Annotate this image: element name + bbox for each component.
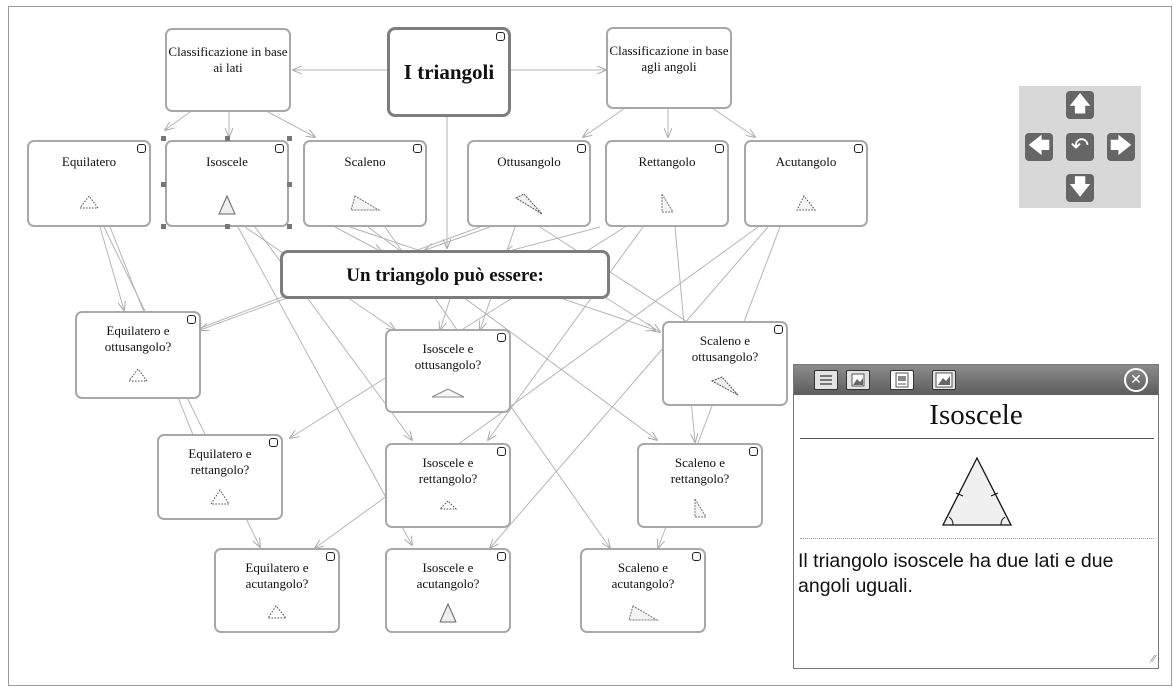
combination-node[interactable]: Scaleno e rettangolo? bbox=[637, 443, 763, 528]
close-circle-icon[interactable]: ✕ bbox=[1124, 368, 1148, 392]
expand-icon[interactable] bbox=[774, 325, 783, 334]
selection-handle[interactable] bbox=[225, 136, 230, 141]
selection-handle[interactable] bbox=[161, 224, 166, 229]
category-node-isoscele[interactable]: Isoscele bbox=[165, 140, 289, 227]
category-label: Isoscele bbox=[206, 154, 248, 169]
expand-icon[interactable] bbox=[692, 552, 701, 561]
category-label: Acutangolo bbox=[775, 154, 837, 169]
selection-handle[interactable] bbox=[161, 136, 166, 141]
triangle-thumbnail-icon bbox=[661, 192, 674, 213]
title-divider bbox=[800, 438, 1154, 439]
side-classification-node[interactable]: Classificazione in base ai lati bbox=[165, 28, 291, 112]
expand-icon[interactable] bbox=[496, 32, 505, 41]
hub-node[interactable]: Un triangolo può essere: bbox=[280, 250, 610, 299]
category-label: Ottusangolo bbox=[497, 154, 561, 169]
combination-label: Scaleno e acutangolo? bbox=[611, 560, 675, 591]
combination-node[interactable]: Equilatero e rettangolo? bbox=[157, 434, 283, 520]
arrow-right-icon[interactable]: 🡆 bbox=[1107, 133, 1135, 161]
hub-label: Un triangolo può essere: bbox=[346, 265, 544, 286]
expand-icon[interactable] bbox=[413, 144, 422, 153]
triangle-thumbnail-icon bbox=[431, 388, 465, 398]
undo-icon[interactable]: ↶ bbox=[1066, 133, 1094, 161]
selection-handle[interactable] bbox=[287, 182, 292, 187]
triangle-thumbnail-icon bbox=[710, 376, 739, 396]
combination-label: Equilatero e acutangolo? bbox=[245, 560, 309, 591]
triangle-thumbnail-icon bbox=[350, 195, 381, 211]
category-node-acutangolo[interactable]: Acutangolo bbox=[744, 140, 868, 227]
root-node[interactable]: I triangoli bbox=[387, 27, 511, 117]
detail-panel: ✕ Isoscele Il triangolo isoscele ha due … bbox=[793, 364, 1159, 669]
panel-toolbar: ✕ bbox=[794, 365, 1158, 395]
combination-label: Equilatero e ottusangolo? bbox=[104, 323, 172, 354]
combination-label: Isoscele e acutangolo? bbox=[416, 560, 480, 591]
triangle-thumbnail-icon bbox=[210, 489, 230, 505]
expand-icon[interactable] bbox=[497, 333, 506, 342]
combination-node[interactable]: Equilatero e acutangolo? bbox=[214, 548, 340, 633]
combination-label: Scaleno e ottusangolo? bbox=[691, 333, 759, 364]
category-node-ottusangolo[interactable]: Ottusangolo bbox=[467, 140, 591, 227]
image-view-icon[interactable] bbox=[846, 370, 870, 390]
triangle-thumbnail-icon bbox=[694, 497, 707, 518]
category-label: Scaleno bbox=[344, 154, 386, 169]
combination-label: Isoscele e ottusangolo? bbox=[414, 341, 482, 372]
combination-label: Scaleno e rettangolo? bbox=[670, 455, 730, 486]
category-label: Rettangolo bbox=[638, 154, 696, 169]
selection-handle[interactable] bbox=[161, 182, 166, 187]
combination-node[interactable]: Isoscele e acutangolo? bbox=[385, 548, 511, 633]
triangle-thumbnail-icon bbox=[438, 500, 458, 510]
expand-icon[interactable] bbox=[749, 447, 758, 456]
combination-node[interactable]: Isoscele e ottusangolo? bbox=[385, 329, 511, 413]
triangle-thumbnail-icon bbox=[514, 193, 543, 215]
resize-grip-icon[interactable]: ⁄⁄ bbox=[1151, 654, 1155, 665]
arrow-up-icon[interactable]: 🡅 bbox=[1066, 91, 1094, 119]
slide-view-icon[interactable] bbox=[890, 370, 914, 390]
triangle-thumbnail-icon bbox=[128, 368, 148, 382]
panel-title: Isoscele bbox=[929, 399, 1023, 431]
combination-node[interactable]: Scaleno e ottusangolo? bbox=[662, 321, 788, 406]
combination-node[interactable]: Equilatero e ottusangolo? bbox=[75, 311, 201, 399]
expand-icon[interactable] bbox=[187, 315, 196, 324]
expand-icon[interactable] bbox=[497, 447, 506, 456]
combination-node[interactable]: Scaleno e acutangolo? bbox=[580, 548, 706, 633]
triangle-thumbnail-icon bbox=[439, 602, 457, 623]
angle-classification-node[interactable]: Classificazione in base agli angoli bbox=[606, 27, 732, 109]
text-view-icon[interactable] bbox=[814, 370, 838, 390]
root-label: I triangoli bbox=[403, 60, 495, 84]
triangle-thumbnail-icon bbox=[628, 605, 659, 621]
category-node-scaleno[interactable]: Scaleno bbox=[303, 140, 427, 227]
arrow-left-icon[interactable]: 🡄 bbox=[1025, 133, 1053, 161]
combination-node[interactable]: Isoscele e rettangolo? bbox=[385, 443, 511, 528]
expand-icon[interactable] bbox=[497, 552, 506, 561]
category-label: Equilatero bbox=[61, 154, 117, 169]
arrow-down-icon[interactable]: 🡇 bbox=[1066, 174, 1094, 202]
image-divider bbox=[800, 538, 1154, 539]
selection-handle[interactable] bbox=[287, 136, 292, 141]
combination-label: Isoscele e rettangolo? bbox=[418, 455, 478, 486]
triangle-thumbnail-icon bbox=[267, 605, 288, 619]
triangle-thumbnail-icon bbox=[796, 195, 817, 211]
navigation-pad: 🡅 🡄 ↶ 🡆 🡇 bbox=[1019, 86, 1141, 208]
expand-icon[interactable] bbox=[269, 438, 278, 447]
category-node-equilatero[interactable]: Equilatero bbox=[27, 140, 151, 227]
fullscreen-image-icon[interactable] bbox=[932, 370, 956, 390]
selection-handle[interactable] bbox=[225, 224, 230, 229]
expand-icon[interactable] bbox=[137, 144, 146, 153]
triangle-thumbnail-icon bbox=[218, 194, 236, 215]
expand-icon[interactable] bbox=[715, 144, 724, 153]
triangle-thumbnail-icon bbox=[79, 195, 99, 209]
angle-classification-label: Classificazione in base agli angoli bbox=[609, 43, 729, 74]
expand-icon[interactable] bbox=[577, 144, 586, 153]
expand-icon[interactable] bbox=[854, 144, 863, 153]
side-classification-label: Classificazione in base ai lati bbox=[168, 44, 288, 75]
isosceles-triangle-image bbox=[941, 456, 1013, 526]
combination-label: Equilatero e rettangolo? bbox=[188, 446, 252, 477]
selection-handle[interactable] bbox=[287, 224, 292, 229]
expand-icon[interactable] bbox=[275, 144, 284, 153]
category-node-rettangolo[interactable]: Rettangolo bbox=[605, 140, 729, 227]
expand-icon[interactable] bbox=[326, 552, 335, 561]
panel-description: Il triangolo isoscele ha due lati e due … bbox=[798, 550, 1114, 598]
